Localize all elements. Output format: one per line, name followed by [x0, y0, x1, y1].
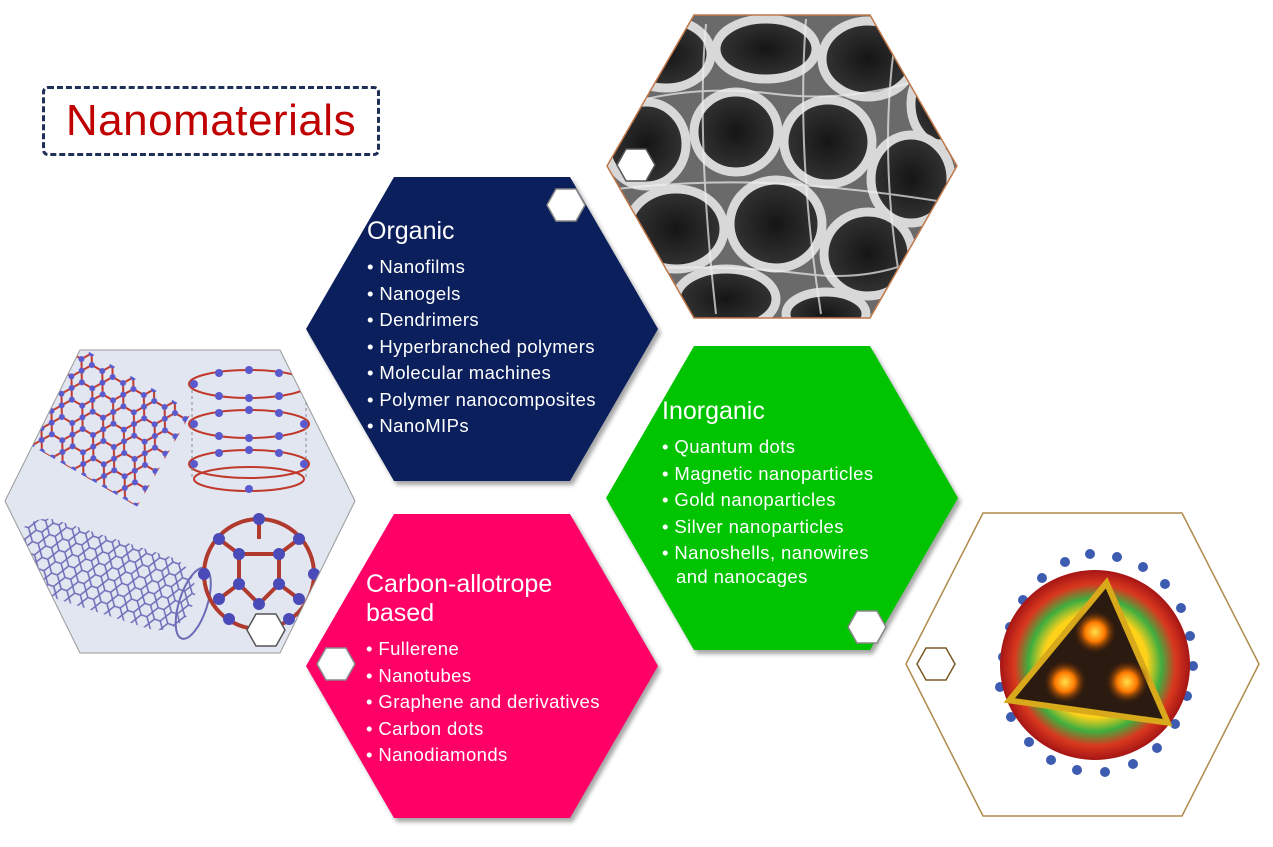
porous-foam-micrograph-icon	[606, 14, 958, 319]
list-item: Silver nanoparticles	[662, 514, 873, 541]
list-item: Graphene and derivatives	[366, 689, 600, 716]
list-item: Quantum dots	[662, 434, 873, 461]
organic-badge-icon	[546, 188, 586, 222]
nanoparticle-image	[905, 512, 1260, 817]
list-item: Polymer nanocomposites	[367, 387, 596, 414]
core-shell-nanoparticle-icon	[905, 512, 1260, 817]
page-title: Nanomaterials	[65, 96, 357, 145]
list-item: Nanogels	[367, 281, 596, 308]
list-item: Dendrimers	[367, 307, 596, 334]
list-item: NanoMIPs	[367, 413, 596, 440]
list-item: Carbon dots	[366, 716, 600, 743]
inorganic-title: Inorganic	[662, 397, 765, 425]
carbon-panel: Carbon-allotrope based Fullerene Nanotub…	[366, 570, 600, 769]
inorganic-badge-icon	[847, 610, 887, 644]
porous-network-image	[606, 14, 958, 319]
list-item: Nanodiamonds	[366, 742, 600, 769]
list-item: Fullerene	[366, 636, 600, 663]
list-item: Magnetic nanoparticles	[662, 461, 873, 488]
list-item-continuation: and nanocages	[676, 565, 808, 587]
nanoparticle-badge-icon	[916, 647, 956, 681]
organic-title: Organic	[367, 217, 455, 245]
porous-network-badge-icon	[616, 148, 656, 182]
inorganic-panel: Inorganic Quantum dots Magnetic nanopart…	[662, 396, 873, 587]
list-item: Nanoshells, nanowires	[662, 540, 873, 567]
list-item: Hyperbranched polymers	[367, 334, 596, 361]
inorganic-list: Quantum dots Magnetic nanoparticles Gold…	[662, 434, 873, 567]
carbon-badge-icon	[316, 647, 356, 681]
carbon-title-line1: Carbon-allotrope	[366, 570, 553, 598]
organic-list: Nanofilms Nanogels Dendrimers Hyperbranc…	[367, 254, 596, 440]
carbon-allotropes-icon	[4, 349, 356, 654]
list-item: Molecular machines	[367, 360, 596, 387]
carbon-allotropes-image	[4, 349, 356, 654]
list-item: Nanotubes	[366, 663, 600, 690]
organic-panel: Organic Nanofilms Nanogels Dendrimers Hy…	[367, 216, 596, 440]
carbon-title-line2: based	[366, 599, 435, 627]
list-item: Nanofilms	[367, 254, 596, 281]
carbon-allotropes-badge-icon	[246, 613, 286, 647]
carbon-list: Fullerene Nanotubes Graphene and derivat…	[366, 636, 600, 769]
list-item: Gold nanoparticles	[662, 487, 873, 514]
carbon-title: Carbon-allotrope based	[366, 570, 600, 628]
title-box: Nanomaterials	[42, 86, 380, 156]
